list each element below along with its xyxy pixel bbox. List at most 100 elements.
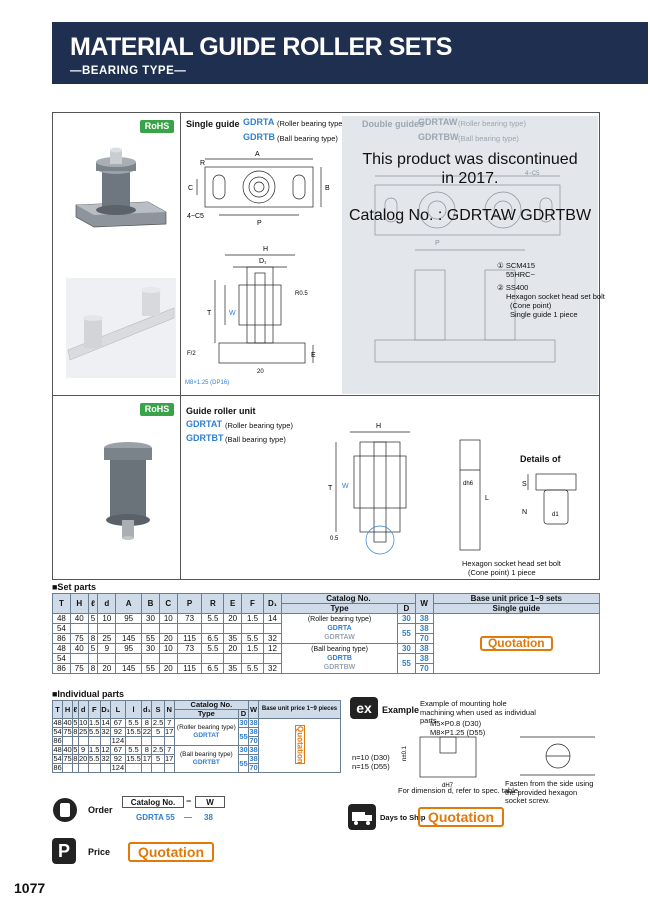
type-note: (Roller bearing type): [176, 724, 236, 731]
table-cell: [87, 653, 99, 664]
table-cell: 30: [141, 613, 160, 624]
type-note: (Ball bearing type): [311, 646, 368, 653]
svg-text:D₁: D₁: [259, 258, 267, 265]
table-cell: 86: [51, 763, 64, 773]
col-price: Base unit price 1~9 sets: [432, 593, 601, 604]
ind-col: S: [151, 700, 165, 719]
table-cell: [163, 763, 175, 773]
table-cell: [87, 763, 101, 773]
col-C: C: [158, 593, 178, 614]
svg-text:20: 20: [257, 369, 264, 375]
svg-text:dH7: dH7: [442, 783, 454, 789]
table-cell: 32: [99, 727, 112, 737]
col-H: H: [69, 593, 89, 614]
set-parts-title: ■Set parts: [52, 582, 96, 592]
example-icon: ex: [350, 697, 378, 719]
table-cell: 124: [110, 763, 126, 773]
table-cell: 8: [87, 663, 99, 674]
svg-text:H: H: [376, 423, 381, 430]
ind-col: F: [87, 700, 101, 719]
details-heading: Details of: [520, 454, 561, 464]
table-cell: 145: [115, 633, 143, 644]
table-cell: [262, 653, 283, 664]
table-cell: 75: [62, 727, 74, 737]
d-cell: 30: [396, 643, 416, 654]
table-cell: 12: [262, 643, 283, 654]
svg-text:F/2: F/2: [187, 351, 196, 357]
table-cell: 55: [141, 663, 160, 674]
example-n1: n=10 (D30): [352, 753, 390, 762]
table-cell: [141, 763, 153, 773]
set-parts-quotation: Quotation: [479, 636, 553, 651]
example-note2: For dimension d, refer to spec. table.: [398, 786, 521, 795]
frame-divider: [52, 395, 600, 396]
table-cell: [158, 653, 178, 664]
w-cell: 38: [414, 623, 434, 634]
table-cell: 115: [176, 663, 203, 674]
type-note: (Roller bearing type): [307, 616, 372, 623]
col-A: A: [115, 593, 143, 614]
table-cell: 6.5: [201, 633, 225, 644]
example-n2: n=15 (D55): [352, 762, 390, 771]
guide-roller-unit-heading: Guide roller unit: [186, 406, 256, 416]
type-cell: (Roller bearing type)GDRTAT: [173, 718, 240, 746]
set-parts-table: T H ℓ d A B C P R E F D₁ Catalog No. W B…: [52, 593, 601, 674]
single-guide-code-b: GDRTB: [243, 132, 275, 142]
table-cell: [97, 653, 117, 664]
table-cell: 54: [52, 623, 71, 634]
rohs-badge-unit: RoHS: [140, 403, 174, 416]
table-cell: 20: [158, 663, 178, 674]
table-cell: [69, 623, 89, 634]
ind-col: T: [51, 700, 64, 719]
svg-text:C: C: [188, 185, 193, 192]
d-cell: 55: [396, 623, 416, 644]
svg-text:4−C5: 4−C5: [187, 213, 204, 220]
table-cell: 86: [52, 633, 71, 644]
table-cell: 10: [97, 613, 117, 624]
table-cell: 20: [223, 613, 243, 624]
guide-roller-unit-code-a: GDRTAT: [186, 419, 223, 429]
table-cell: 5.5: [241, 663, 264, 674]
ind-col: l: [124, 700, 143, 719]
table-cell: 17: [163, 727, 175, 737]
example-drawing: n±0.1 dH7: [402, 736, 595, 789]
col-E: E: [223, 593, 243, 614]
order-example-dash: —: [184, 813, 192, 822]
table-cell: 5.5: [201, 613, 225, 624]
col-single: Single guide: [432, 603, 601, 614]
double-guides-heading: Double guides: [362, 119, 425, 129]
table-cell: 35: [223, 663, 243, 674]
svg-text:0.5: 0.5: [330, 536, 339, 542]
svg-text:R0.5: R0.5: [295, 291, 308, 297]
table-cell: 75: [69, 663, 89, 674]
table-cell: [62, 763, 74, 773]
table-cell: 17: [141, 754, 153, 764]
type-code: GDRTBT: [192, 759, 220, 766]
svg-text:P: P: [435, 240, 440, 247]
table-cell: [201, 653, 225, 664]
table-cell: 32: [99, 754, 112, 764]
col-type: Type: [281, 603, 398, 614]
table-cell: 5.5: [87, 727, 101, 737]
order-catalog-box: Catalog No.: [122, 796, 184, 808]
type-note: (Ball bearing type): [179, 751, 233, 758]
svg-text:E: E: [311, 352, 316, 359]
col-d: d: [97, 593, 117, 614]
material-2: ② SS400: [497, 283, 529, 292]
table-cell: 17: [163, 754, 175, 764]
table-cell: [176, 623, 203, 634]
detail-note-1: Hexagon socket head set bolt: [462, 559, 561, 568]
table-cell: [115, 623, 143, 634]
truck-icon: [348, 804, 376, 830]
table-cell: 8: [87, 633, 99, 644]
table-cell: [77, 763, 89, 773]
single-guide-drawing: A P B C R 4−C5 H D₁ T W R0.5 E F/2 20 M8…: [185, 151, 330, 386]
material-2-cone: (Cone point): [510, 301, 552, 310]
double-guides-code-b-note: (Ball bearing type): [458, 134, 519, 143]
